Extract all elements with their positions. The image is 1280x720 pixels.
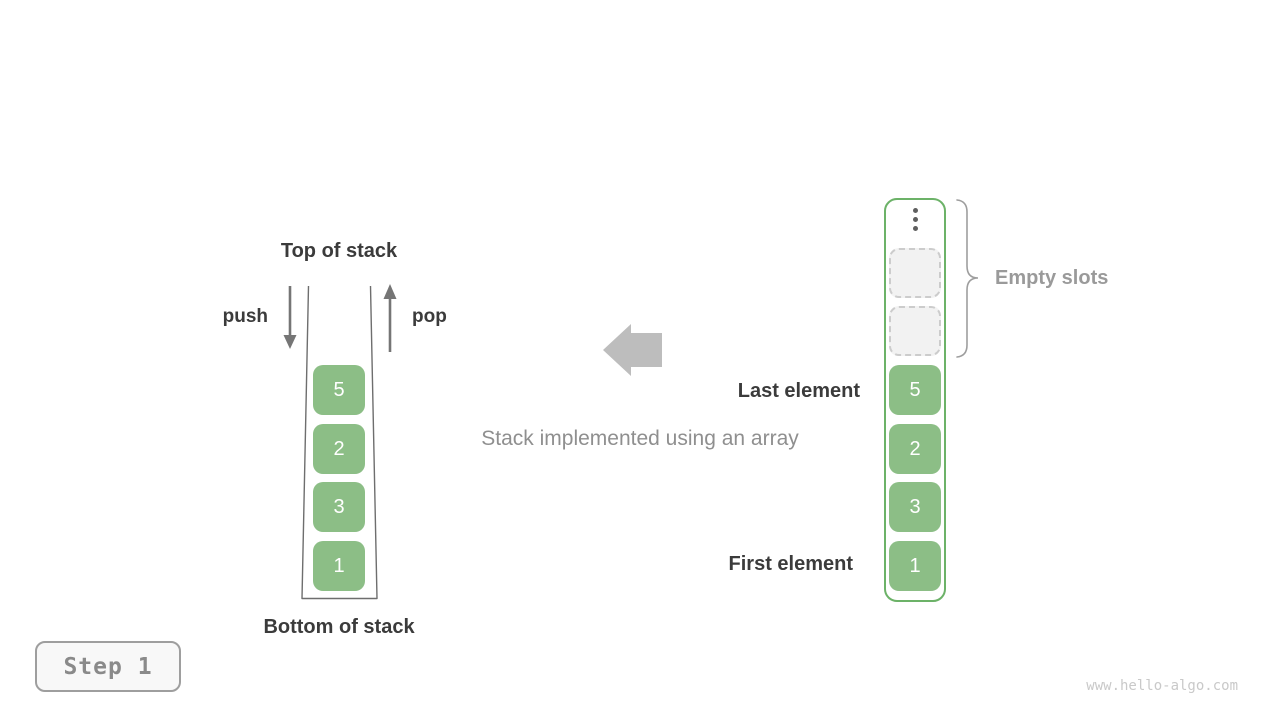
figure-caption: Stack implemented using an array	[481, 427, 799, 450]
bottom-of-stack-label: Bottom of stack	[263, 616, 415, 638]
ellipsis-dot	[912, 208, 918, 213]
ellipsis-dot	[912, 217, 918, 222]
ellipsis-dot	[912, 226, 918, 231]
ellipsis-icon	[889, 208, 941, 231]
pop-arrow-icon	[383, 284, 397, 352]
array-cell: 3	[889, 482, 941, 532]
stack-cell: 5	[313, 365, 365, 415]
empty-slot	[889, 306, 941, 356]
empty-slots-label: Empty slots	[995, 267, 1109, 289]
transform-left-arrow-icon	[603, 324, 662, 376]
empty-slot	[889, 248, 941, 298]
array-cell: 1	[889, 541, 941, 591]
pop-label: pop	[412, 306, 447, 327]
array-cell: 5	[889, 365, 941, 415]
watermark-url: www.hello-algo.com	[1086, 678, 1238, 694]
stack-cell: 3	[313, 482, 365, 532]
step-badge: Step 1	[35, 641, 181, 692]
empty-slots-brace	[956, 199, 979, 358]
push-label: push	[222, 306, 268, 327]
step-badge-label: Step 1	[63, 653, 153, 680]
push-arrow-icon	[283, 286, 297, 349]
stack-cell: 1	[313, 541, 365, 591]
array-cell: 2	[889, 424, 941, 474]
top-of-stack-label: Top of stack	[280, 240, 398, 262]
first-element-label: First element	[728, 553, 853, 575]
last-element-label: Last element	[737, 380, 860, 402]
stack-cell: 2	[313, 424, 365, 474]
